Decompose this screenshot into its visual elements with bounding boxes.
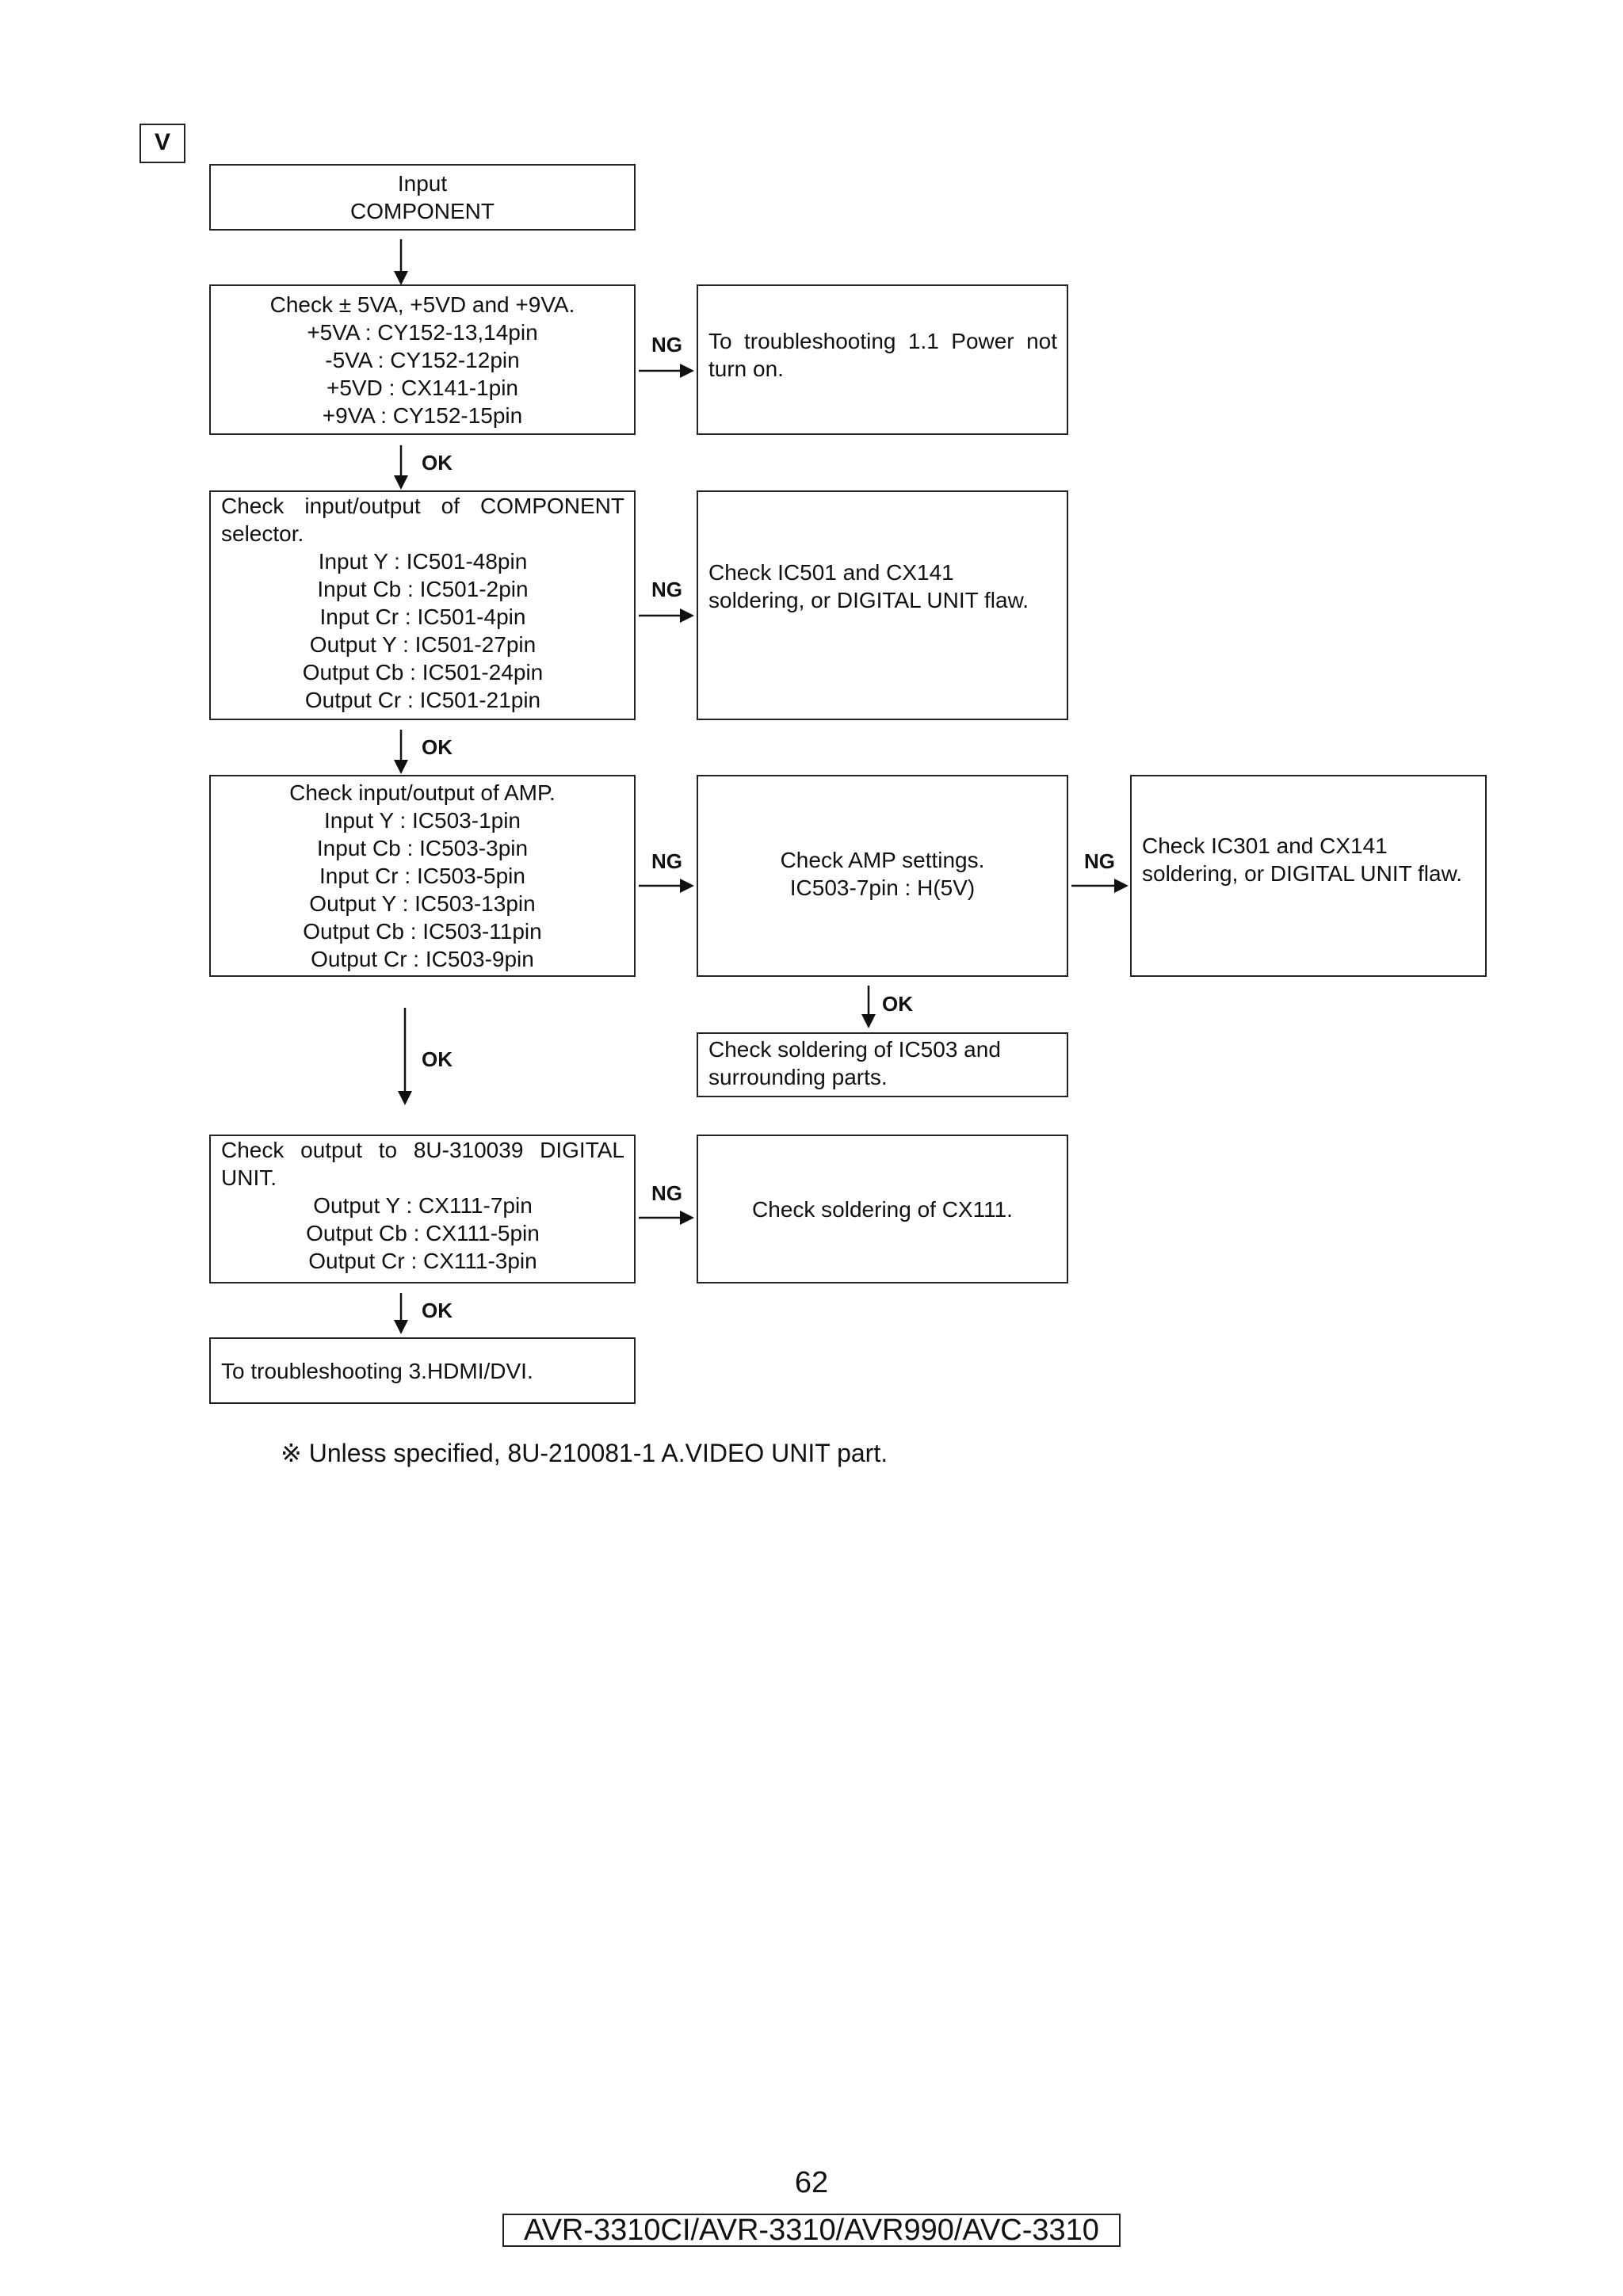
arrowhead	[680, 364, 694, 378]
page-number: 62	[794, 2166, 829, 2199]
arrowhead	[861, 1014, 876, 1028]
node-text: Input Y : IC503-1pin	[323, 808, 521, 833]
edge-label-ok: OK	[422, 1047, 453, 1071]
node-text: Input Cr : IC501-4pin	[319, 605, 526, 629]
node-text: To troubleshooting 1.1 Power not turn on…	[708, 329, 1057, 381]
node-text: +5VD : CX141-1pin	[326, 375, 519, 400]
node-text: Input Cr : IC503-5pin	[319, 864, 525, 888]
node-amp-check: Check input/output of AMP. Input Y : IC5…	[209, 775, 636, 977]
node-text: IC503-7pin : H(5V)	[789, 875, 976, 900]
node-text: Output Cb : IC503-11pin	[303, 919, 542, 944]
node-power-check: Check ± 5VA, +5VD and +9VA. +5VA : CY152…	[209, 284, 636, 435]
model-line: AVR-3310CI/AVR-3310/AVR990/AVC-3310	[502, 2214, 1121, 2247]
arrowhead	[1114, 879, 1128, 893]
node-text: Input Cb : IC501-2pin	[317, 577, 529, 601]
node-selector-check: Check input/output of COMPONENT selector…	[209, 490, 636, 720]
node-text: soldering, or DIGITAL UNIT flaw.	[708, 588, 1029, 612]
node-text: Check input/output of AMP.	[289, 780, 556, 805]
arrowhead	[398, 1091, 412, 1105]
edge-label-ok: OK	[422, 1299, 453, 1322]
node-text: Output Y : IC501-27pin	[309, 632, 537, 657]
node-text: Check AMP settings.	[780, 848, 985, 872]
node-text: Input Y : IC501-48pin	[318, 549, 528, 574]
arrowhead	[680, 1211, 694, 1225]
section-label: V	[139, 124, 185, 163]
node-text: To troubleshooting 3.HDMI/DVI.	[221, 1358, 533, 1383]
node-input: Input COMPONENT	[209, 164, 636, 231]
edge-label-ok: OK	[422, 451, 453, 475]
arrowhead	[680, 879, 694, 893]
node-text: Output Cr : CX111-3pin	[308, 1249, 537, 1273]
edge-label-ng: NG	[1084, 849, 1115, 873]
node-power-ng: To troubleshooting 1.1 Power not turn on…	[697, 284, 1068, 435]
node-text: COMPONENT	[350, 199, 495, 223]
node-text: Output Cb : IC501-24pin	[302, 660, 544, 685]
node-final: To troubleshooting 3.HDMI/DVI.	[209, 1337, 636, 1404]
node-amp-settings-ok: Check soldering of IC503 and surrounding…	[697, 1032, 1068, 1097]
node-text: Check soldering of CX111.	[752, 1196, 1013, 1222]
node-text: Output Cr : IC501-21pin	[304, 688, 541, 712]
arrowhead	[394, 271, 408, 285]
node-header: Check input/output of COMPONENT selector…	[221, 494, 624, 546]
node-header: Check output to 8U-310039 DIGITAL UNIT.	[221, 1138, 624, 1190]
node-text: Output Cr : IC503-9pin	[311, 947, 534, 971]
arrowhead	[680, 608, 694, 623]
edge-label-ok: OK	[422, 735, 453, 759]
node-text: Check IC501 and CX141	[708, 560, 954, 585]
arrowhead	[394, 760, 408, 774]
node-text: Check ± 5VA, +5VD and +9VA.	[269, 292, 575, 317]
node-text: Check IC301 and CX141	[1142, 833, 1388, 858]
node-text: soldering, or DIGITAL UNIT flaw.	[1142, 861, 1463, 886]
node-text: surrounding parts.	[708, 1065, 888, 1089]
arrowhead	[394, 475, 408, 490]
node-digital-ng: Check soldering of CX111.	[697, 1135, 1068, 1283]
node-text: Output Y : IC503-13pin	[309, 891, 536, 916]
node-amp-settings-ng: Check IC301 and CX141 soldering, or DIGI…	[1130, 775, 1487, 977]
node-selector-ng: Check IC501 and CX141 soldering, or DIGI…	[697, 490, 1068, 720]
edge-label-ok: OK	[882, 992, 913, 1016]
node-text: +9VA : CY152-15pin	[322, 402, 523, 428]
node-text: Check soldering of IC503 and	[708, 1037, 1001, 1062]
node-text: +5VA : CY152-13,14pin	[307, 319, 538, 345]
edge-label-ng: NG	[651, 333, 682, 357]
arrowhead	[394, 1320, 408, 1334]
node-text: Output Cb : CX111-5pin	[306, 1221, 540, 1245]
node-text: Input	[397, 171, 448, 196]
node-digital-check: Check output to 8U-310039 DIGITAL UNIT. …	[209, 1135, 636, 1283]
edge-label-ng: NG	[651, 578, 682, 601]
edge-label-ng: NG	[651, 849, 682, 873]
node-amp-settings: Check AMP settings. IC503-7pin : H(5V)	[697, 775, 1068, 977]
node-text: -5VA : CY152-12pin	[325, 347, 520, 372]
node-text: Input Cb : IC503-3pin	[316, 836, 529, 860]
edge-label-ng: NG	[651, 1181, 682, 1205]
footnote: ※ Unless specified, 8U-210081-1 A.VIDEO …	[281, 1439, 888, 1467]
node-text: Output Y : CX111-7pin	[313, 1193, 533, 1218]
